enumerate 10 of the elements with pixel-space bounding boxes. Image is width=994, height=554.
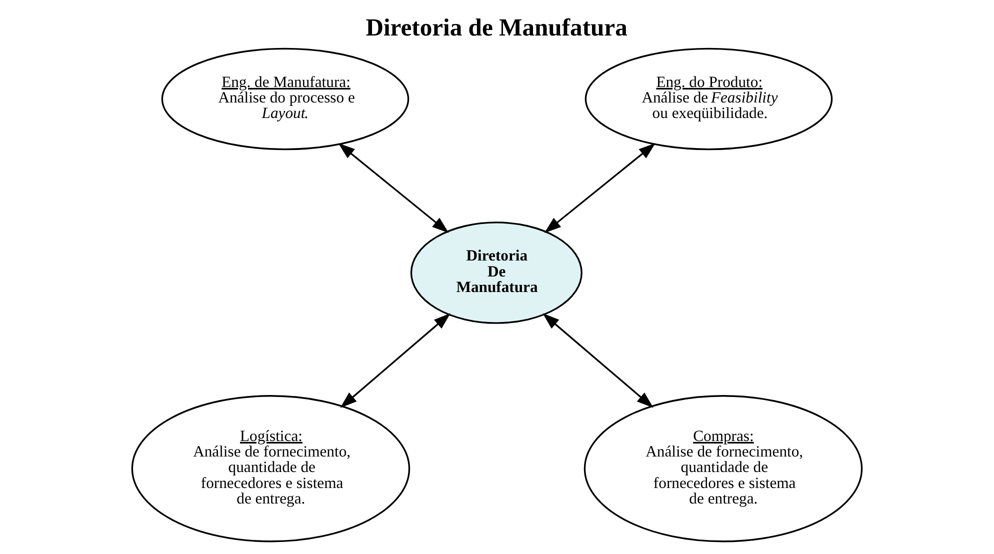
- node-ellipse: Compras: Análise de fornecimento, quantidade de fornecedores e sistema de entrega.: [584, 395, 863, 542]
- arrow: [544, 143, 656, 233]
- arrow: [338, 143, 449, 233]
- arrow: [542, 313, 654, 408]
- node-ellipse: Logística: Análise de fornecimento, quantidade de fornecedores e sistema de entrega.: [131, 395, 410, 542]
- arrow: [340, 313, 450, 408]
- node-ellipse: Eng. do Produto: Análise de Feasibility ou exeqüibilidade.: [584, 48, 833, 150]
- node-ellipse: Eng. de Manufatura: Análise do processo e Layout.: [161, 48, 410, 150]
- diagram-title: Diretoria de Manufatura: [366, 14, 628, 42]
- node-ellipse: Diretoria De Manufatura: [410, 222, 582, 324]
